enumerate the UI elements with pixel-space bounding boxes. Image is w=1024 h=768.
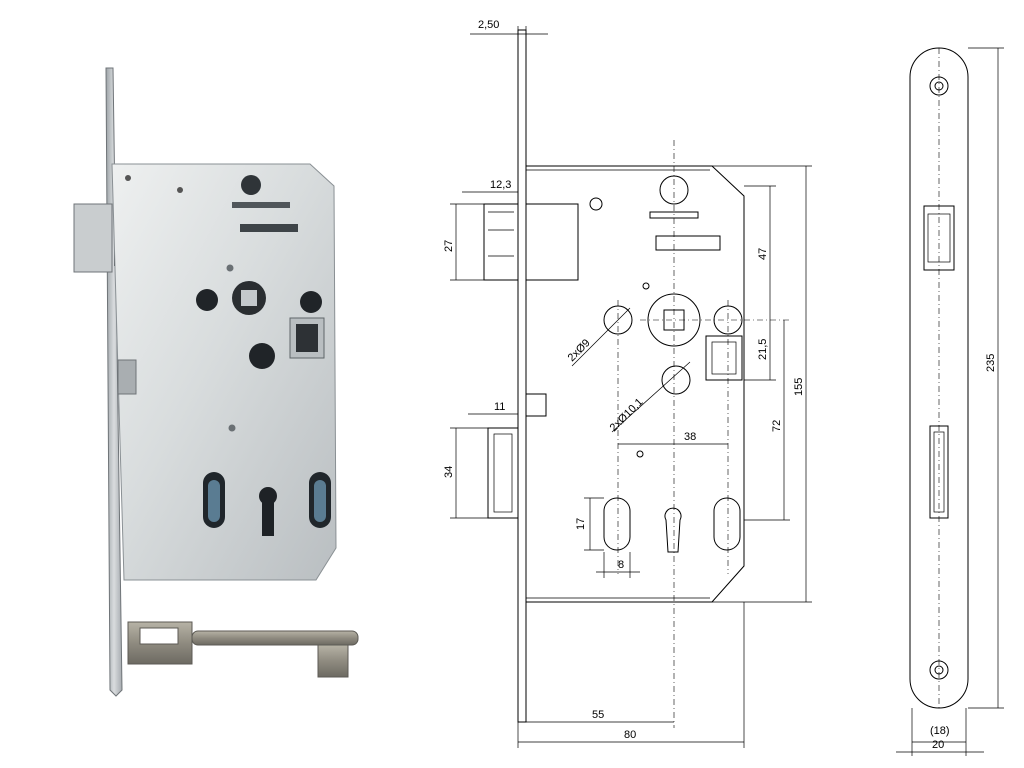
dims-right: 47 21,5 72 155 bbox=[712, 165, 812, 603]
label-11: 11 bbox=[494, 401, 505, 413]
label-27: 27 bbox=[443, 240, 455, 252]
label-21-5: 21,5 bbox=[757, 339, 769, 360]
label-12-3: 12,3 bbox=[490, 179, 511, 191]
label-80: 80 bbox=[624, 729, 636, 741]
label-155: 155 bbox=[793, 378, 805, 396]
dims-left: 12,3 27 11 34 bbox=[443, 179, 518, 519]
label-2x-d9: 2xØ9 bbox=[566, 337, 593, 364]
label-235: 235 bbox=[985, 354, 997, 372]
lock-photo bbox=[73, 67, 359, 697]
dims-faceplate: 235 (18) 20 bbox=[896, 47, 1004, 756]
key-photo bbox=[127, 621, 359, 678]
label-17: 17 bbox=[575, 518, 587, 530]
dims-bottom: 55 80 bbox=[517, 602, 745, 748]
label-55: 55 bbox=[592, 709, 604, 721]
dims-inner: 2xØ9 2xØ10,1 38 17 8 bbox=[566, 307, 728, 578]
label-18: (18) bbox=[930, 725, 950, 737]
label-8: 8 bbox=[618, 559, 624, 571]
dim-faceplate-thickness: 2,50 bbox=[470, 19, 548, 42]
label-72: 72 bbox=[771, 420, 783, 432]
label-2-50: 2,50 bbox=[478, 19, 499, 31]
label-34: 34 bbox=[443, 466, 455, 478]
label-38: 38 bbox=[684, 431, 696, 443]
label-2x-d10-1: 2xØ10,1 bbox=[608, 396, 646, 434]
faceplate-front-drawing bbox=[909, 47, 969, 709]
label-20: 20 bbox=[932, 739, 944, 751]
label-47: 47 bbox=[757, 248, 769, 260]
